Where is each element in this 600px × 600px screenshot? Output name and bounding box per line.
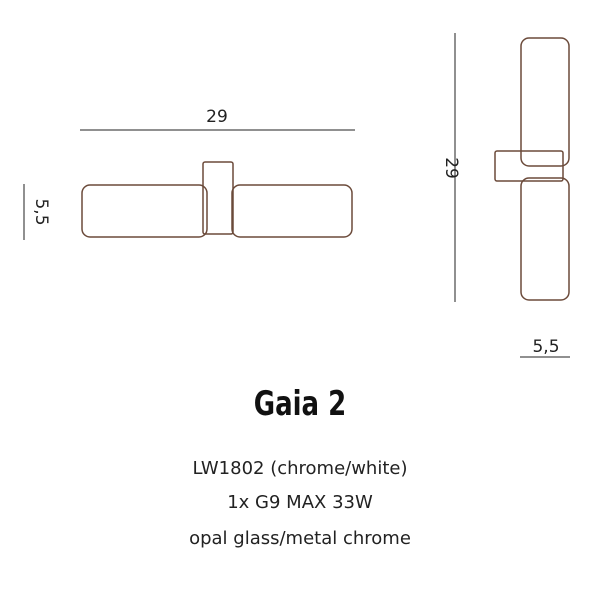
spec-material: opal glass/metal chrome [189, 528, 411, 549]
front-view: 29 5,5 [23, 107, 355, 240]
spec-model-color: LW1802 (chrome/white) [192, 458, 408, 479]
front-mount-bracket [202, 161, 234, 235]
product-name: Gaia 2 [253, 384, 347, 424]
side-view: 29 5,5 [441, 33, 570, 358]
side-height-label: 29 [441, 157, 461, 179]
side-lower-tube [520, 177, 570, 301]
front-left-tube [81, 184, 208, 238]
front-height-label: 5,5 [31, 198, 51, 225]
spec-bulb: 1x G9 MAX 33W [227, 492, 373, 513]
front-width-label: 29 [206, 107, 228, 127]
technical-drawing: 29 5,5 29 5,5 [23, 33, 570, 358]
side-width-label: 5,5 [532, 337, 559, 357]
side-upper-tube [520, 37, 570, 167]
side-mount-bracket [494, 150, 564, 182]
front-right-tube [231, 184, 353, 238]
